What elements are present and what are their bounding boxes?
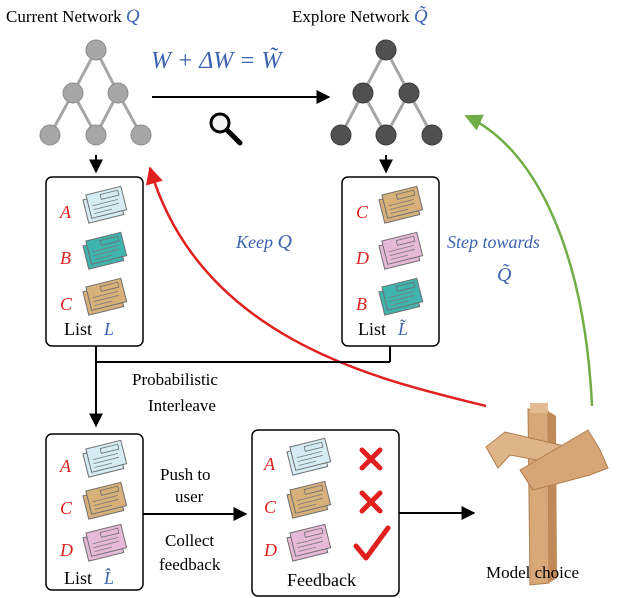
list-explore-items: C D B	[355, 185, 424, 316]
newspaper-icon	[286, 437, 332, 476]
newspaper-icon	[82, 481, 128, 520]
newspaper-icon	[82, 523, 128, 562]
collect-label-1: Collect	[165, 531, 214, 550]
item-letter: D	[263, 540, 277, 560]
item-letter: A	[263, 454, 276, 474]
interleave-label-2: Interleave	[148, 396, 216, 415]
magnifier-icon	[209, 112, 243, 146]
weight-equation: W + ΔW = W̃	[151, 47, 283, 74]
feedback-row: A	[263, 437, 383, 476]
item-letter: B	[356, 294, 367, 314]
newspaper-icon	[378, 231, 424, 270]
feedback-row: D	[263, 523, 391, 562]
explore-network-title: Explore Network Q̃	[292, 6, 428, 27]
list-item: A	[59, 439, 128, 478]
signpost-icon	[485, 403, 609, 586]
newspaper-icon	[82, 231, 128, 270]
collect-label-2: feedback	[159, 555, 221, 574]
list-merged-items: A C D	[59, 439, 128, 562]
step-towards-arrow	[464, 114, 594, 407]
cross-icon	[359, 447, 383, 471]
current-network-title: Current Network Q	[6, 6, 140, 27]
newspaper-icon	[378, 185, 424, 224]
item-letter: C	[60, 294, 73, 314]
current-network-tree	[39, 39, 152, 146]
push-label-1: Push to	[160, 465, 211, 484]
list-item: C	[356, 185, 424, 224]
feedback-caption: Feedback	[287, 570, 356, 590]
cross-icon	[359, 490, 383, 514]
push-label-2: user	[175, 487, 204, 506]
list-item: C	[60, 277, 128, 316]
newspaper-icon	[286, 523, 332, 562]
item-letter: A	[59, 456, 72, 476]
item-letter: A	[59, 202, 72, 222]
explore-network-tree	[330, 39, 443, 146]
keep-label: Keep Q	[235, 231, 292, 253]
keep-arrow	[146, 166, 487, 408]
list-item: B	[60, 231, 128, 270]
newspaper-icon	[82, 439, 128, 478]
item-letter: C	[356, 202, 369, 222]
check-icon	[353, 525, 391, 561]
feedback-items: A C D	[263, 437, 391, 562]
newspaper-icon	[82, 185, 128, 224]
list-item: A	[59, 185, 128, 224]
newspaper-icon	[82, 277, 128, 316]
list-item: D	[355, 231, 424, 270]
step-towards-label: Step towards	[447, 232, 540, 252]
newspaper-icon	[378, 277, 424, 316]
item-letter: C	[60, 498, 73, 518]
feedback-row: C	[264, 480, 383, 519]
interleave-connector	[89, 346, 391, 428]
item-letter: D	[355, 248, 369, 268]
list-current-items: A B C	[59, 185, 128, 316]
step-towards-symbol: Q̃	[497, 263, 512, 286]
item-letter: B	[60, 248, 71, 268]
interleave-label-1: Probabilistic	[132, 370, 218, 389]
item-letter: C	[264, 497, 277, 517]
model-choice-label: Model choice	[486, 563, 579, 582]
list-item: D	[59, 523, 128, 562]
list-item: C	[60, 481, 128, 520]
list-item: B	[356, 277, 424, 316]
newspaper-icon	[286, 480, 332, 519]
item-letter: D	[59, 540, 73, 560]
